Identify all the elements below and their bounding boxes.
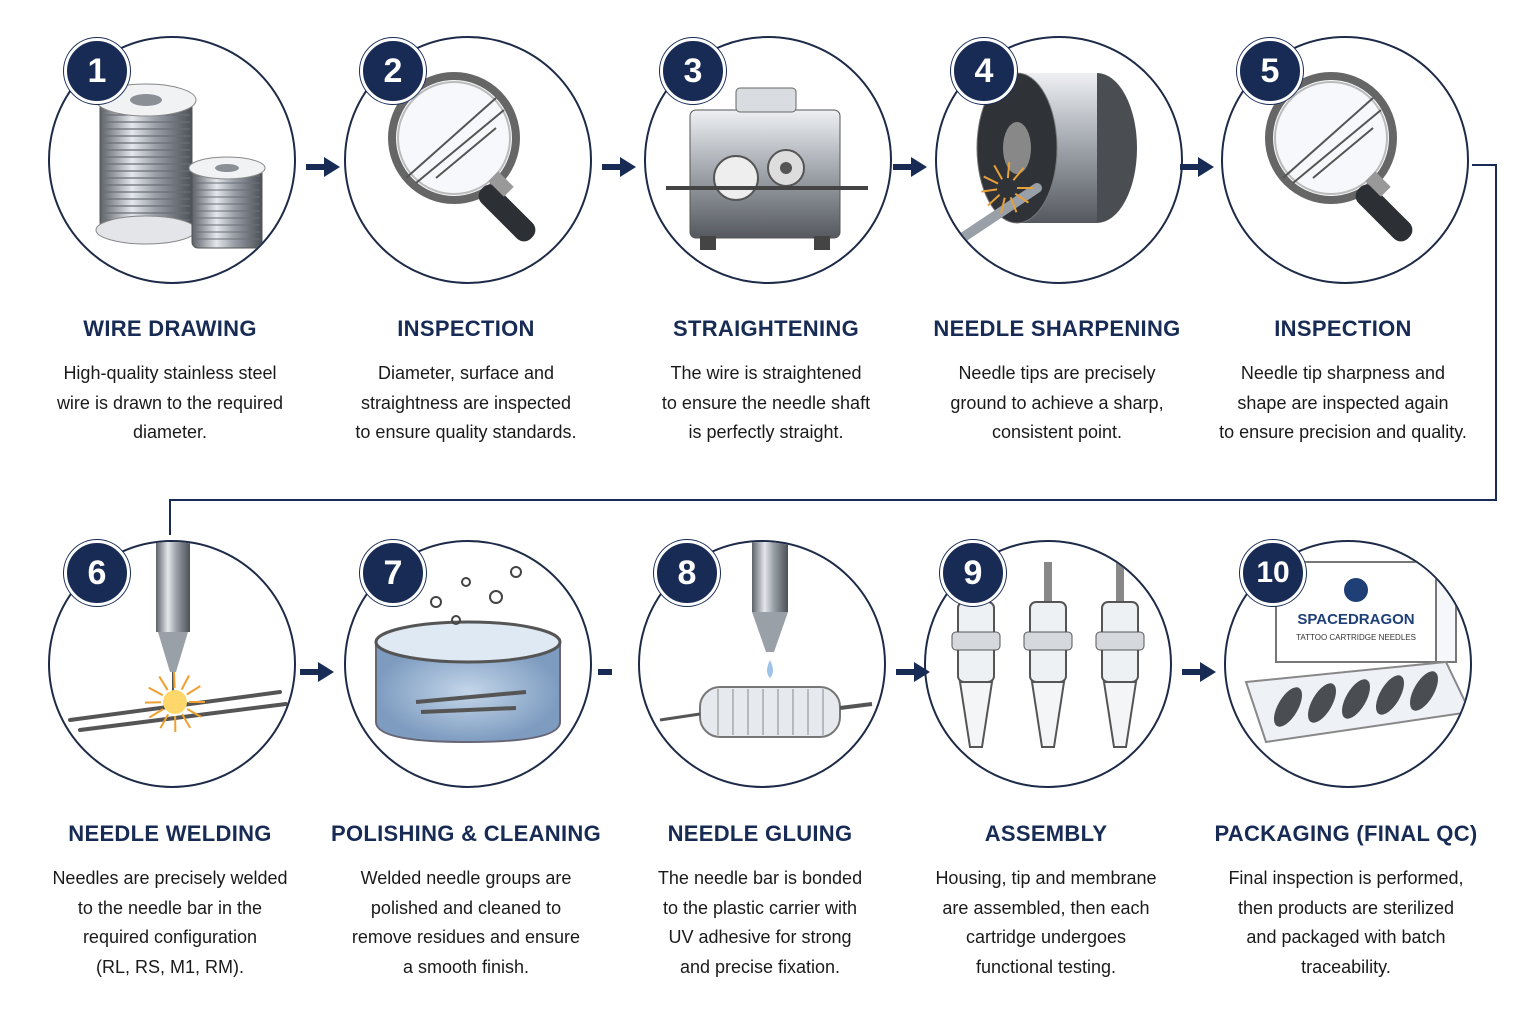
step-title: NEEDLE WELDING [68, 821, 272, 846]
package-brand-text: SPACEDRAGON [1297, 611, 1414, 628]
welding-torch-icon [48, 540, 296, 788]
flow-arrow-icon [306, 155, 342, 179]
step-title: PACKAGING (FINAL QC) [1214, 821, 1478, 846]
step-description-line: to the plastic carrier with [662, 897, 858, 918]
step-description-line: cartridge undergoes [965, 927, 1127, 947]
step-description-line: polished and cleaned to [370, 897, 562, 918]
step-description-line: Welded needle groups are [360, 868, 572, 888]
step-description: Final inspection is performed, then produ… [1196, 864, 1496, 982]
step-description: The needle bar is bonded to the plastic c… [610, 864, 910, 982]
flow-arrow-icon [1182, 660, 1218, 684]
step-title: POLISHING & CLEANING [330, 821, 601, 846]
step-description-line: High-quality stainless steel [63, 363, 277, 383]
step-description-line: Diameter, surface and [377, 363, 555, 383]
step-description-line: is perfectly straight. [688, 422, 844, 442]
step-number-badge: 3 [660, 38, 726, 104]
step-title: STRAIGHTENING [672, 316, 859, 341]
step-description-line: Needles are precisely welded [52, 868, 288, 888]
step-description-line: shape are inspected again [1237, 392, 1449, 413]
flow-arrow-icon [598, 660, 634, 684]
step-description-line: and packaged with batch [1246, 927, 1446, 947]
step-number-badge: 10 [1240, 540, 1306, 606]
step-number-badge: 7 [360, 540, 426, 606]
step-description: The wire is straightened to ensure the ne… [616, 359, 916, 448]
step-description-line: to ensure precision and quality. [1219, 422, 1467, 442]
cartridge-icon [924, 540, 1172, 788]
step-description-line: are assembled, then each [942, 897, 1150, 918]
step-number-badge: 8 [654, 540, 720, 606]
step-description-line: UV adhesive for strong [668, 927, 852, 947]
step-number-badge: 2 [360, 38, 426, 104]
step-description-line: to ensure quality standards. [355, 422, 577, 442]
flow-arrow-icon [1180, 155, 1216, 179]
step-title: NEEDLE GLUING [667, 821, 853, 846]
step-description: High-quality stainless steel wire is draw… [20, 359, 320, 448]
package-box-icon: SPACEDRAGON TATTOO CARTRIDGE NEEDLES [1224, 540, 1472, 788]
step-title: WIRE DRAWING [83, 316, 257, 341]
step-description-line: required configuration [82, 927, 258, 947]
step-title: INSPECTION [397, 316, 535, 341]
step-number-badge: 1 [64, 38, 130, 104]
package-subtitle-text: TATTOO CARTRIDGE NEEDLES [1296, 633, 1416, 642]
step-description-line: (RL, RS, M1, RM). [95, 956, 244, 977]
step-description: Housing, tip and membrane are assembled, … [896, 864, 1196, 982]
step-title: NEEDLE SHARPENING [933, 316, 1181, 341]
step-description-line: Needle tip sharpness and [1240, 363, 1446, 383]
step-number-badge: 4 [951, 38, 1017, 104]
step-description-line: wire is drawn to the required [56, 392, 284, 413]
step-description-line: a smooth finish. [402, 956, 530, 977]
step-description-line: and precise fixation. [679, 956, 841, 977]
step-description-line: to the needle bar in the [77, 897, 263, 918]
step-description: Needle tips are precisely ground to achie… [907, 359, 1207, 448]
step-description: Needle tip sharpness and shape are inspec… [1193, 359, 1493, 448]
step-description-line: then products are sterilized [1237, 897, 1455, 918]
step-description-line: Needle tips are precisely [958, 363, 1156, 383]
step-description: Diameter, surface and straightness are in… [316, 359, 616, 448]
step-description-line: Housing, tip and membrane [935, 868, 1157, 888]
step-description-line: remove residues and ensure [351, 927, 581, 947]
step-description-line: Final inspection is performed, [1228, 868, 1464, 888]
step-description-line: traceability. [1301, 956, 1391, 977]
step-description-line: functional testing. [975, 956, 1117, 977]
flow-arrow-icon [896, 660, 932, 684]
step-title: ASSEMBLY [984, 821, 1108, 846]
flow-arrow-icon [893, 155, 929, 179]
grinding-wheel-icon [935, 36, 1183, 284]
step-number-badge: 5 [1237, 38, 1303, 104]
step-description-line: to ensure the needle shaft [661, 392, 871, 413]
flow-arrow-icon [300, 660, 336, 684]
step-description-line: The needle bar is bonded [657, 868, 863, 888]
step-description-line: ground to achieve a sharp, [950, 392, 1164, 413]
step-description-line: consistent point. [991, 422, 1123, 442]
step-description-line: straightness are inspected [360, 392, 572, 413]
flow-arrow-icon [602, 155, 638, 179]
step-description-line: The wire is straightened [670, 363, 862, 383]
step-description: Needles are precisely welded to the needl… [20, 864, 320, 982]
step-description-line: diameter. [132, 422, 208, 442]
step-number-badge: 9 [940, 540, 1006, 606]
step-number-badge: 6 [64, 540, 130, 606]
step-title: INSPECTION [1274, 316, 1412, 341]
step-description: Welded needle groups are polished and cle… [316, 864, 616, 982]
